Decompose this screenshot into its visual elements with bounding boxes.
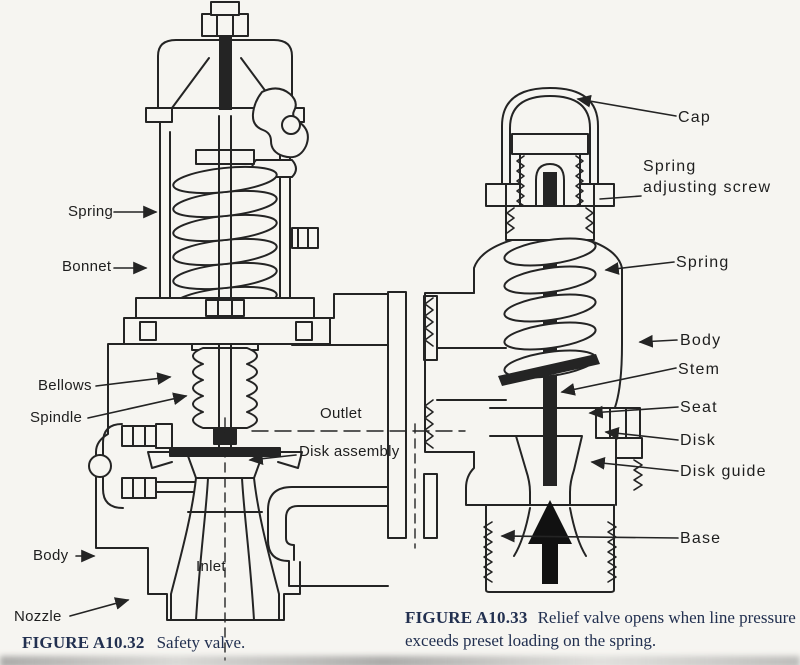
label-bellows: Bellows — [38, 377, 92, 394]
figure-caption-text-a10-33: Relief valve opens when line pressure ex… — [405, 608, 796, 650]
label-outlet: Outlet — [320, 405, 362, 422]
label-cap: Cap — [678, 109, 711, 126]
label-inlet: Inlet — [196, 558, 226, 575]
label-disk-assembly: Disk assembly — [299, 443, 400, 460]
flow-direction-arrow-icon — [528, 500, 572, 584]
relief-valve-drawing — [424, 87, 643, 593]
figure-caption-a10-32: FIGURE A10.32 Safety valve. — [22, 631, 245, 654]
figure-number-a10-33: FIGURE A10.33 — [405, 608, 528, 627]
label-stem: Stem — [678, 361, 721, 378]
label-base: Base — [680, 530, 722, 547]
figure-number-a10-32: FIGURE A10.32 — [22, 633, 145, 652]
label-disk-guide: Disk guide — [680, 463, 767, 480]
label-body-right: Body — [680, 332, 722, 349]
leader-spring-adjusting-screw — [599, 195, 642, 200]
leader-bellows — [95, 372, 172, 387]
label-spindle: Spindle — [30, 409, 83, 426]
leader-nozzle — [69, 597, 130, 617]
leader-cap — [576, 94, 677, 117]
label-disk: Disk — [680, 432, 716, 449]
leader-base — [500, 529, 679, 543]
leader-stem — [560, 367, 677, 396]
label-seat: Seat — [680, 399, 718, 416]
leader-lines — [69, 94, 679, 617]
figure-caption-text-a10-32: Safety valve. — [156, 633, 246, 652]
leader-spring-right — [604, 261, 675, 275]
scan-smudge — [0, 656, 800, 665]
leader-spindle — [87, 392, 188, 419]
label-body-left: Body — [33, 547, 69, 564]
label-spring-adjusting-screw: Spring adjusting screw — [643, 158, 772, 196]
leader-disk-assembly — [248, 452, 297, 465]
safety-valve-drawing — [88, 1, 466, 661]
label-spring-left: Spring — [68, 203, 114, 220]
leader-disk — [604, 427, 679, 441]
label-nozzle: Nozzle — [14, 608, 62, 625]
leader-seat — [588, 405, 679, 419]
label-bonnet: Bonnet — [62, 258, 112, 275]
label-spring-right: Spring — [676, 254, 730, 271]
leader-disk-guide — [590, 456, 679, 472]
leader-body-right — [638, 334, 678, 348]
